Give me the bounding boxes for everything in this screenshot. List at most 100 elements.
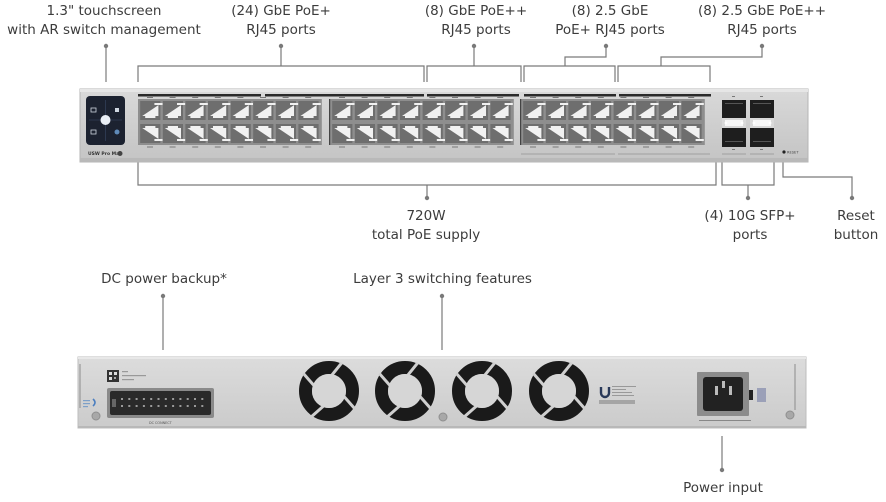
- poe-supply-callout-line1: 720W: [406, 208, 446, 224]
- touchscreen-callout: 1.3" touchscreen with AR switch manageme…: [4, 2, 204, 40]
- brand-regulatory-label: [599, 386, 636, 404]
- rj45-port[interactable]: [377, 124, 400, 143]
- rj45-port[interactable]: [467, 124, 491, 143]
- rj45-port[interactable]: [332, 124, 355, 143]
- rj45-port[interactable]: [523, 101, 546, 120]
- rj45-port[interactable]: [591, 101, 614, 120]
- rj45-port[interactable]: [445, 101, 468, 120]
- rj45-port[interactable]: [422, 101, 446, 120]
- ac-power-inlet[interactable]: [697, 372, 766, 421]
- sfp-port-pair[interactable]: [722, 96, 746, 150]
- port-number-label: [384, 97, 391, 98]
- rj45-port[interactable]: [140, 101, 163, 120]
- dc-pin: [179, 398, 182, 400]
- rj45-port[interactable]: [332, 101, 355, 120]
- port-number-label: [429, 146, 436, 148]
- rj45-port[interactable]: [490, 124, 513, 143]
- rj45-port[interactable]: [545, 124, 569, 143]
- ge25-poe-plus-callout-line1: (8) 2.5 GbE: [571, 3, 649, 19]
- dc-backup-callout: DC power backup*: [101, 271, 227, 287]
- port-number-label: [260, 97, 266, 98]
- rj45-port[interactable]: [230, 101, 253, 120]
- port-number-label: [688, 146, 695, 148]
- rj45-port[interactable]: [591, 124, 614, 143]
- power-clip: [757, 388, 766, 402]
- port-number-label: [530, 146, 536, 148]
- port-number-label: [688, 97, 695, 98]
- dc-pin: [157, 398, 160, 400]
- dc-pin: [142, 398, 145, 400]
- dc-pin: [179, 405, 182, 407]
- rj45-port[interactable]: [354, 124, 378, 143]
- port-number-label: [260, 146, 266, 148]
- rj45-port[interactable]: [658, 124, 682, 143]
- rj45-port[interactable]: [400, 124, 423, 143]
- rj45-port[interactable]: [298, 124, 321, 143]
- rj45-port[interactable]: [681, 124, 704, 143]
- rj45-port[interactable]: [545, 101, 569, 120]
- rj45-port[interactable]: [208, 101, 231, 120]
- rj45-port[interactable]: [298, 101, 321, 120]
- rj45-port[interactable]: [140, 124, 163, 143]
- model-badge-icon: [117, 151, 123, 156]
- port-number-label: [665, 97, 672, 98]
- gbe-poe-plusplus-callout-line1: (8) GbE PoE++: [424, 3, 528, 19]
- dc-pin: [121, 405, 123, 407]
- rj45-port[interactable]: [568, 101, 591, 120]
- rj45-port[interactable]: [253, 101, 276, 120]
- gbe-poe-plus-callout: (24) GbE PoE+ RJ45 ports: [211, 2, 351, 40]
- reset-button[interactable]: [782, 150, 786, 154]
- rj45-port[interactable]: [208, 124, 231, 143]
- rj45-port[interactable]: [185, 101, 208, 120]
- qr-code-label: [107, 370, 146, 382]
- dc-pin: [150, 405, 153, 407]
- ge25-poe-plusplus-callout-line2: RJ45 ports: [727, 22, 797, 38]
- port-number-label: [361, 146, 368, 148]
- screw-icon: [785, 410, 795, 420]
- dc-pin: [128, 398, 131, 400]
- rj45-port[interactable]: [162, 124, 186, 143]
- dc-pin: [164, 398, 167, 400]
- touchscreen-callout-line1: 1.3" touchscreen: [46, 3, 162, 19]
- block-divider: [520, 99, 522, 145]
- port-number-label: [339, 146, 345, 148]
- rj45-port[interactable]: [681, 101, 704, 120]
- dc-power-connector[interactable]: [107, 388, 214, 418]
- rj45-port[interactable]: [467, 101, 491, 120]
- port-number-label: [732, 149, 735, 150]
- screw-icon: [91, 411, 101, 421]
- rj45-port[interactable]: [253, 124, 276, 143]
- rj45-port-array: [138, 97, 705, 148]
- dc-pin: [128, 405, 131, 407]
- rj45-port[interactable]: [613, 101, 636, 120]
- rj45-port[interactable]: [230, 124, 253, 143]
- rj45-port[interactable]: [568, 124, 591, 143]
- ge25-poe-plus-callout: (8) 2.5 GbE PoE+ RJ45 ports: [540, 2, 680, 40]
- rj45-port[interactable]: [658, 101, 682, 120]
- rj45-port[interactable]: [490, 101, 513, 120]
- rj45-port[interactable]: [185, 124, 208, 143]
- rj45-port[interactable]: [422, 124, 446, 143]
- reset-callout: Reset button: [826, 207, 886, 245]
- rj45-port[interactable]: [523, 124, 546, 143]
- sfp-port-pair[interactable]: [750, 96, 774, 150]
- fan-icon: [299, 361, 359, 421]
- rj45-port[interactable]: [377, 101, 400, 120]
- rj45-port[interactable]: [354, 101, 378, 120]
- port-underline-bars: [521, 153, 774, 155]
- touchscreen-display[interactable]: [86, 96, 125, 145]
- fan-icon: [452, 361, 512, 421]
- rj45-port[interactable]: [400, 101, 423, 120]
- rj45-port[interactable]: [275, 101, 299, 120]
- rj45-port[interactable]: [636, 101, 659, 120]
- rj45-port[interactable]: [275, 124, 299, 143]
- dc-pin: [186, 405, 189, 407]
- port-number-label: [597, 146, 604, 148]
- port-number-label: [497, 146, 504, 148]
- rj45-port[interactable]: [162, 101, 186, 120]
- rj45-port[interactable]: [613, 124, 636, 143]
- rj45-port[interactable]: [445, 124, 468, 143]
- port-number-label: [620, 146, 627, 148]
- rj45-port-block: [521, 97, 705, 148]
- rj45-port[interactable]: [636, 124, 659, 143]
